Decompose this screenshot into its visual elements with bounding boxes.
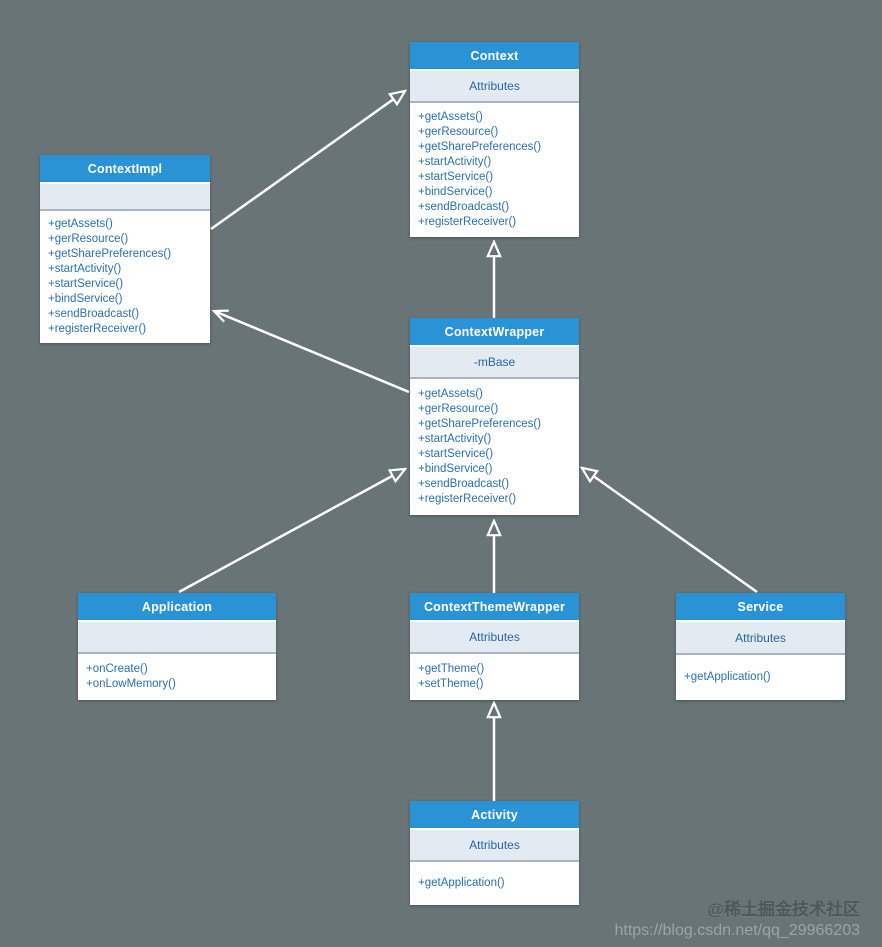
class-methods: +getTheme() +setTheme(): [410, 654, 579, 700]
class-methods: +getApplication(): [410, 862, 579, 905]
class-title: Context: [410, 42, 579, 69]
watermark-community-text: @稀土掘金技术社区: [707, 900, 860, 919]
class-method: +registerReceiver(): [418, 493, 517, 505]
class-method: +gerResource(): [48, 233, 129, 245]
connector-application-to-contextwrapper: [178, 469, 405, 594]
class-methods: +getAssets() +gerResource() +getSharePrefe…: [410, 379, 579, 515]
class-attributes-row: [78, 620, 276, 654]
class-method: +onLowMemory(): [86, 678, 176, 690]
class-method: +startActivity(): [418, 433, 492, 445]
class-method: +getAssets(): [418, 111, 483, 123]
class-method: +getAssets(): [48, 218, 113, 230]
class-title: ContextThemeWrapper: [410, 593, 579, 620]
class-method: +startService(): [48, 278, 124, 290]
watermark-url-text: https://blog.csdn.net/qq_29966203: [614, 922, 860, 939]
class-title: Service: [676, 593, 845, 620]
class-title: ContextImpl: [40, 155, 210, 182]
class-method: +sendBroadcast(): [48, 308, 140, 320]
class-method: +sendBroadcast(): [418, 201, 510, 213]
class-box-application: Application +onCreate() +onLowMemory(): [78, 593, 276, 700]
class-method: +startActivity(): [48, 263, 122, 275]
class-method: +startActivity(): [418, 156, 492, 168]
class-box-contextimpl: ContextImpl+getAssets()+gerResource()+ge…: [40, 155, 210, 343]
class-method: +getSharePreferences(): [48, 248, 172, 260]
class-attributes-row: Attributes: [410, 69, 579, 103]
class-attributes-row: Attributes: [410, 620, 579, 654]
class-methods: +getAssets() +gerResource() +getSharePrefe…: [40, 211, 210, 343]
class-method: +registerReceiver(): [48, 323, 147, 335]
class-method: +setTheme(): [418, 678, 484, 690]
class-method: +bindService(): [418, 463, 493, 475]
class-method: +getApplication(): [684, 671, 771, 683]
class-methods: +getApplication(): [676, 655, 845, 700]
class-method: +getTheme(): [418, 663, 485, 675]
class-method: +getSharePreferences(): [418, 418, 542, 430]
class-methods: +onCreate() +onLowMemory(): [78, 654, 276, 700]
class-method: +registerReceiver(): [418, 216, 517, 228]
connector-contextwrapper-to-contextimpl: [214, 311, 410, 394]
class-attributes-row: Attributes: [410, 828, 579, 862]
class-method: +bindService(): [48, 293, 123, 305]
connector-contextimpl-to-context: [210, 91, 405, 231]
class-title: Activity: [410, 801, 579, 828]
class-method: +startService(): [418, 448, 494, 460]
connector-service-to-contextwrapper: [582, 468, 758, 594]
class-title: Application: [78, 593, 276, 620]
watermark: @稀土掘金技术社区 https://blog.csdn.net/qq_29966…: [614, 899, 860, 941]
class-method: +getApplication(): [418, 877, 505, 889]
class-method: +sendBroadcast(): [418, 478, 510, 490]
class-method: +onCreate(): [86, 663, 148, 675]
class-method: +gerResource(): [418, 126, 499, 138]
class-attributes-row: -mBase: [410, 345, 579, 379]
class-attributes-row: Attributes: [676, 620, 845, 655]
class-method: +startService(): [418, 171, 494, 183]
class-method: +getAssets(): [418, 388, 483, 400]
class-method: +bindService(): [418, 186, 493, 198]
class-methods: +getAssets() +gerResource() +getSharePrefe…: [410, 103, 579, 237]
class-attributes-row: [40, 182, 210, 211]
class-method: +getSharePreferences(): [418, 141, 542, 153]
class-title: ContextWrapper: [410, 318, 579, 345]
class-box-contextwrapper: ContextWrapper-mBase +getAssets() +gerReso…: [410, 318, 579, 515]
class-method: +gerResource(): [418, 403, 499, 415]
